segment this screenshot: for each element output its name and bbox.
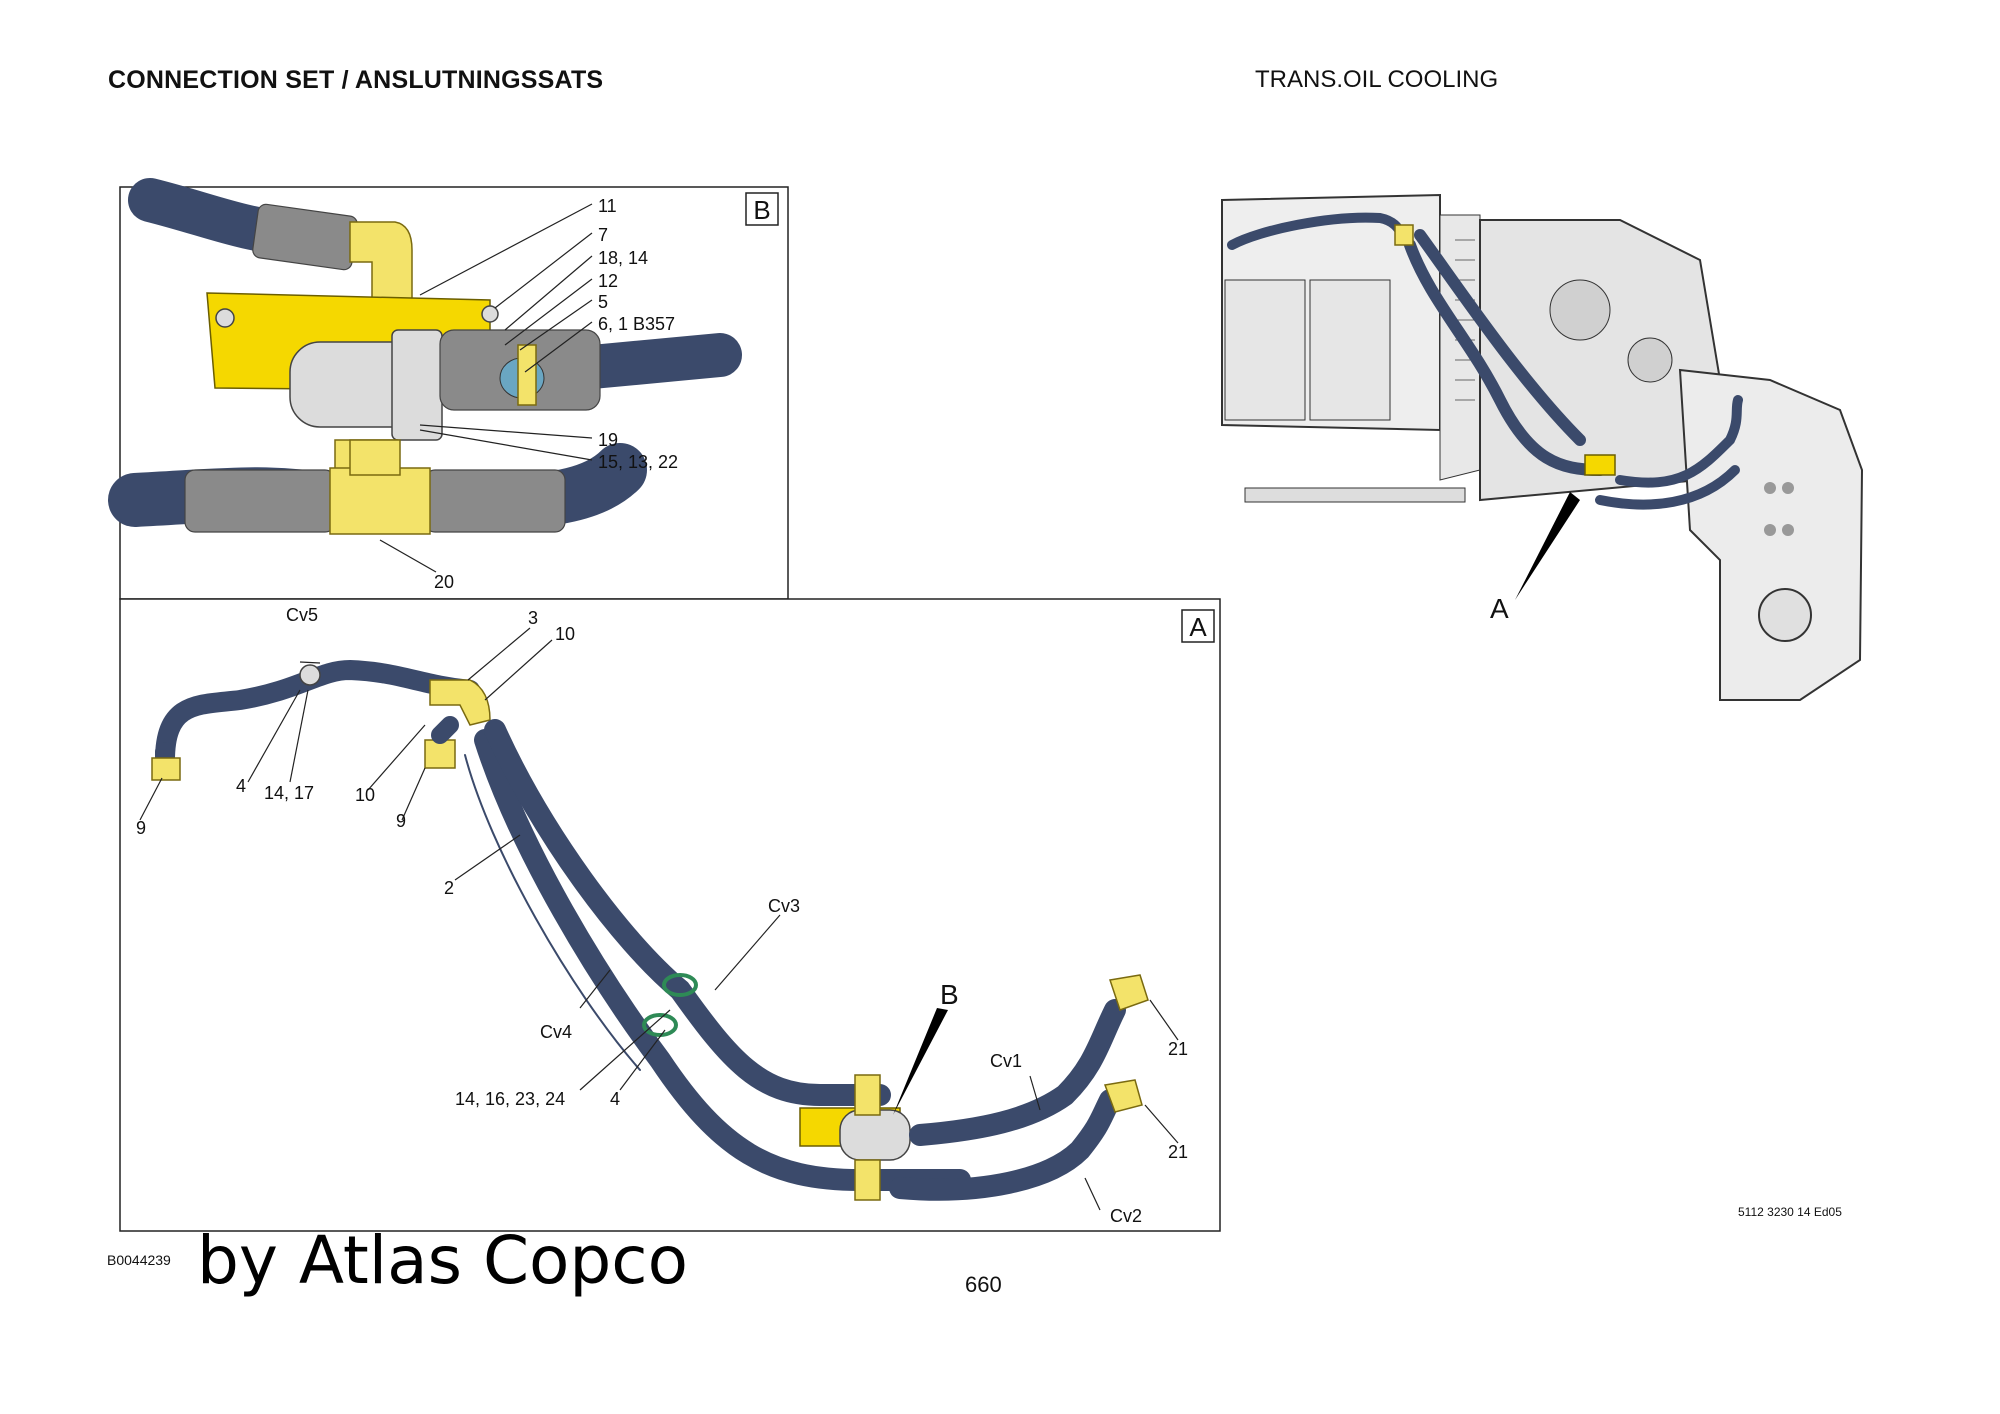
callout-2: 2 (444, 878, 454, 898)
callout-cv3: Cv3 (768, 896, 800, 916)
callout-4-left: 4 (236, 776, 246, 796)
callout-cv2: Cv2 (1110, 1206, 1142, 1226)
section-title: TRANS.OIL COOLING (1255, 66, 1499, 93)
detail-a-panel: A (119, 598, 1221, 1232)
callout-21-top: 21 (1168, 1039, 1188, 1059)
page-number: 660 (965, 1272, 1002, 1297)
callout-cv5: Cv5 (286, 605, 318, 625)
callout-7: 7 (598, 225, 608, 245)
callout-18-14: 18, 14 (598, 248, 648, 268)
callout-9-left: 9 (136, 818, 146, 838)
callout-11: 11 (598, 196, 617, 216)
detail-b-label: B (753, 195, 770, 225)
callout-9-right: 9 (396, 811, 406, 831)
image-code: B0044239 (107, 1252, 171, 1268)
callout-21-bottom: 21 (1168, 1142, 1188, 1162)
callout-12: 12 (598, 271, 618, 291)
callout-10-top: 10 (555, 624, 575, 644)
watermark-text: by Atlas Copco (197, 1222, 688, 1299)
document-reference: 5112 3230 14 Ed05 (1738, 1205, 1842, 1219)
callout-6-1-b357: 6, 1 B357 (598, 314, 675, 334)
callout-14-17: 14, 17 (264, 783, 314, 803)
callout-b: B (940, 979, 959, 1010)
callout-3: 3 (528, 608, 538, 628)
callout-15-13-22: 15, 13, 22 (598, 452, 678, 472)
detail-a-label: A (1189, 612, 1207, 642)
callout-14-16-23-24: 14, 16, 23, 24 (455, 1089, 565, 1109)
detail-b-panel: B 11 7 18, (108, 178, 789, 600)
callout-4-bottom: 4 (610, 1089, 620, 1109)
callout-cv4: Cv4 (540, 1022, 572, 1042)
callout-19: 19 (598, 430, 618, 450)
page-title: CONNECTION SET / ANSLUTNINGSSATS (108, 66, 604, 94)
overview-label-a: A (1490, 593, 1509, 624)
callout-10-bottom: 10 (355, 785, 375, 805)
callout-20: 20 (434, 572, 454, 592)
callout-cv1: Cv1 (990, 1051, 1022, 1071)
callout-5: 5 (598, 292, 608, 312)
engine-overview: A (1221, 193, 1864, 701)
